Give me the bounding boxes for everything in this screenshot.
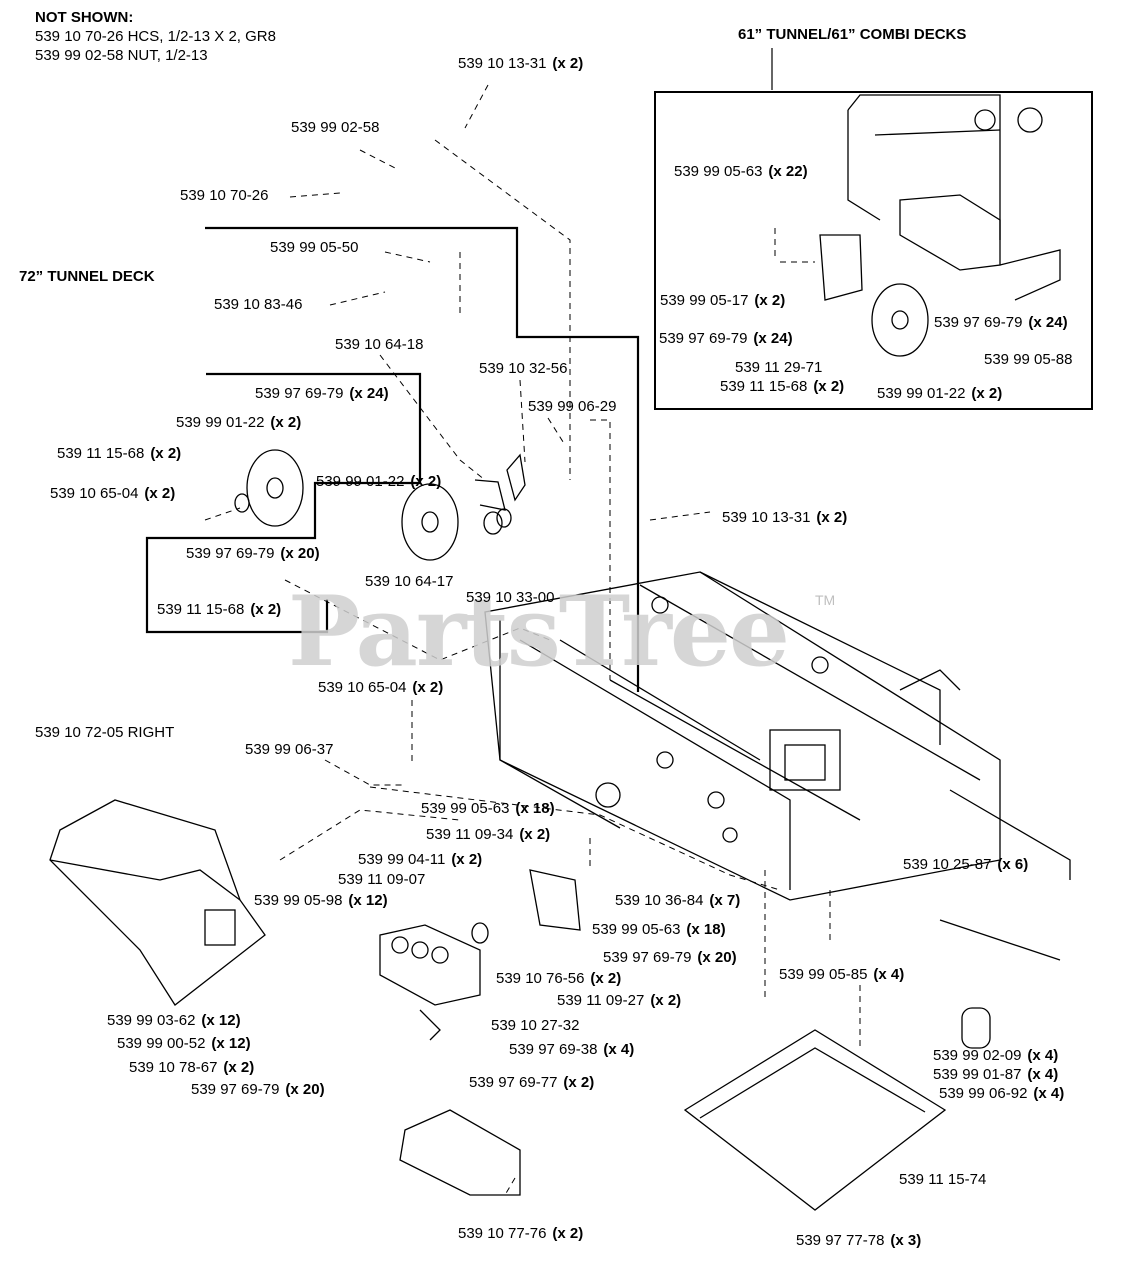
- part-label: 539 11 15-68(x 2): [157, 601, 282, 618]
- part-label: 539 11 15-74: [899, 1171, 987, 1188]
- combi-deck-inset-box: [654, 91, 1093, 410]
- part-label: 539 97 69-38(x 4): [509, 1041, 635, 1058]
- pulley-drawings: [234, 449, 526, 561]
- bracket-assembly-drawing: [379, 869, 581, 1041]
- part-label: 539 99 05-98(x 12): [254, 892, 388, 909]
- not-shown-block: NOT SHOWN: 539 10 70-26 HCS, 1/2-13 X 2,…: [35, 8, 276, 65]
- part-label: 539 99 05-17(x 2): [660, 292, 786, 309]
- leader-lines: [204, 84, 861, 1196]
- part-label: 539 10 33-00: [466, 589, 555, 606]
- part-label: 539 10 78-67(x 2): [129, 1059, 255, 1076]
- part-label: 539 10 72-05 RIGHT: [35, 724, 175, 741]
- part-label: 539 11 15-68(x 2): [57, 445, 182, 462]
- part-label: 539 11 29-71: [735, 359, 823, 376]
- part-label: 539 99 04-11(x 2): [358, 851, 483, 868]
- part-label: 539 99 00-52(x 12): [117, 1035, 251, 1052]
- floor-pan-drawing: [683, 1029, 947, 1211]
- part-label: 539 99 03-62(x 12): [107, 1012, 241, 1029]
- tunnel-deck-title: 72” TUNNEL DECK: [19, 268, 155, 285]
- part-label: 539 99 01-22(x 2): [176, 414, 302, 431]
- part-label: 539 10 65-04(x 2): [50, 485, 176, 502]
- part-label: 539 99 06-29: [528, 398, 617, 415]
- part-label: 539 99 01-22(x 2): [877, 385, 1003, 402]
- part-label: 539 11 09-27(x 2): [557, 992, 682, 1009]
- part-label: 539 10 83-46: [214, 296, 303, 313]
- not-shown-line: 539 99 02-58 NUT, 1/2-13: [35, 47, 208, 64]
- part-label: 539 10 64-17: [365, 573, 454, 590]
- watermark-trademark: TM: [815, 592, 836, 608]
- combi-inset-drawing: [819, 94, 1061, 357]
- part-label: 539 10 32-56: [479, 360, 568, 377]
- part-label: 539 10 13-31(x 2): [722, 509, 848, 526]
- part-label: 539 10 27-32: [491, 1017, 580, 1034]
- part-label: 539 11 15-68(x 2): [720, 378, 845, 395]
- footrest-drawing: [399, 1109, 521, 1196]
- partstree-watermark: PartsTree: [288, 575, 790, 688]
- part-label: 539 99 02-09(x 4): [933, 1047, 1059, 1064]
- part-label: 539 99 05-63(x 18): [592, 921, 726, 938]
- part-label: 539 99 01-87(x 4): [933, 1066, 1059, 1083]
- part-label: 539 10 36-84(x 7): [615, 892, 741, 909]
- part-label: 539 97 69-79(x 20): [191, 1081, 325, 1098]
- part-label: 539 10 77-76(x 2): [458, 1225, 584, 1242]
- part-label: 539 97 69-79(x 24): [255, 385, 389, 402]
- part-label: 539 97 69-79(x 20): [603, 949, 737, 966]
- part-label: 539 99 01-22(x 2): [316, 473, 442, 490]
- tunnel-deck-outline: [205, 226, 640, 692]
- part-label: 539 10 70-26: [180, 187, 269, 204]
- part-label: 539 99 02-58: [291, 119, 380, 136]
- part-label: 539 97 69-79(x 20): [186, 545, 320, 562]
- not-shown-heading: NOT SHOWN:: [35, 9, 134, 26]
- part-label: 539 11 09-34(x 2): [426, 826, 551, 843]
- part-label: 539 99 05-63(x 22): [674, 163, 808, 180]
- part-label: 539 10 65-04(x 2): [318, 679, 444, 696]
- part-label: 539 99 05-88: [984, 351, 1073, 368]
- part-label: 539 99 05-50: [270, 239, 359, 256]
- right-fender-drawing: [49, 799, 266, 1006]
- combi-deck-title: 61” TUNNEL/61” COMBI DECKS: [738, 26, 967, 43]
- part-label: 539 97 69-79(x 24): [934, 314, 1068, 331]
- part-label: 539 99 06-37: [245, 741, 334, 758]
- main-frame-drawing: [484, 571, 1071, 1049]
- not-shown-line: 539 10 70-26 HCS, 1/2-13 X 2, GR8: [35, 28, 276, 45]
- part-label: 539 99 05-85(x 4): [779, 966, 905, 983]
- part-label: 539 10 13-31(x 2): [458, 55, 584, 72]
- part-label: 539 99 05-63(x 18): [421, 800, 555, 817]
- part-label: 539 11 09-07: [338, 871, 426, 888]
- part-label: 539 10 64-18: [335, 336, 424, 353]
- part-label: 539 99 06-92(x 4): [939, 1085, 1065, 1102]
- part-label: 539 97 69-77(x 2): [469, 1074, 595, 1091]
- tunnel-deck-outline-lower: [145, 372, 422, 634]
- part-label: 539 97 77-78(x 3): [796, 1232, 922, 1249]
- part-label: 539 10 25-87(x 6): [903, 856, 1029, 873]
- part-label: 539 10 76-56(x 2): [496, 970, 622, 987]
- part-label: 539 97 69-79(x 24): [659, 330, 793, 347]
